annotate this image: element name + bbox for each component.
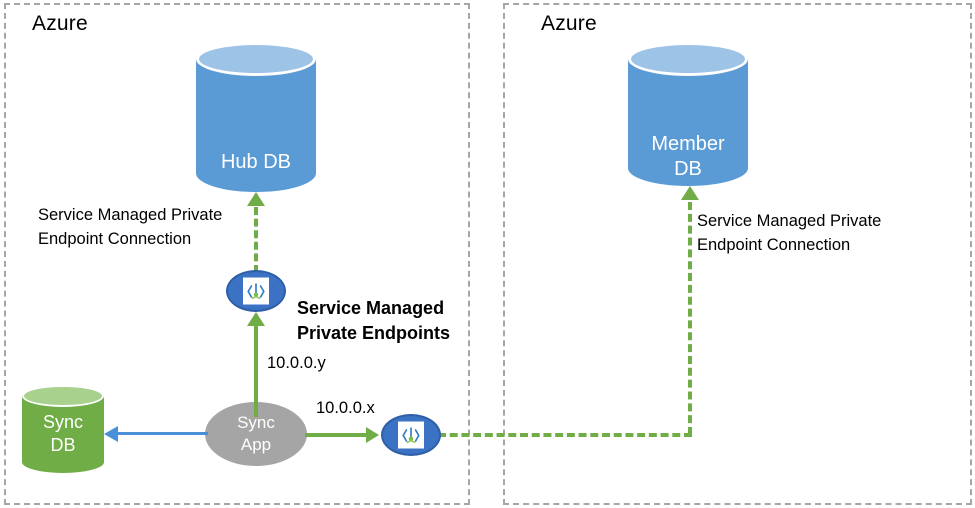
- connector-syncapp-to-syncdb: [118, 432, 208, 435]
- member-db-label: Member DB: [651, 133, 725, 180]
- arrow-left-icon: [104, 426, 118, 442]
- arrow-up-icon: [247, 312, 265, 326]
- hub-db-label: Hub DB: [220, 151, 292, 173]
- cylinder-body: [196, 58, 316, 192]
- arrow-up-icon: [247, 192, 265, 206]
- hub-db-node: Hub DB: [196, 42, 316, 192]
- sync-db-node: Sync DB: [22, 385, 104, 473]
- azure-label-left: Azure: [32, 12, 88, 35]
- private-endpoint-icon: [398, 421, 424, 449]
- sync-app-label: Sync App: [237, 413, 275, 454]
- azure-boundary-left: [4, 3, 470, 505]
- member-db-node: Member DB: [628, 42, 748, 186]
- sync-db-label: Sync DB: [42, 412, 84, 455]
- azure-boundary-right: [503, 3, 972, 505]
- cylinder-top-ellipse: [196, 42, 316, 76]
- private-endpoint-badge-member[interactable]: [381, 414, 441, 456]
- connector-pe-member-to-member-db: [688, 202, 692, 435]
- arrow-up-icon: [681, 186, 699, 200]
- private-endpoint-badge-hub[interactable]: [226, 270, 286, 312]
- hub-connection-label: Service Managed Private Endpoint Connect…: [38, 206, 223, 248]
- cylinder-top-ellipse: [22, 385, 104, 407]
- ip-label-hub: 10.0.0.y: [267, 354, 326, 372]
- connector-pe-hub-to-hub-db: [254, 207, 258, 273]
- private-endpoint-icon: [243, 277, 269, 305]
- ip-label-member: 10.0.0.x: [316, 399, 375, 417]
- cylinder-body: [628, 58, 748, 186]
- connector-pe-member-horizontal: [438, 433, 692, 437]
- member-connection-label: Service Managed Private Endpoint Connect…: [697, 212, 882, 254]
- azure-label-right: Azure: [541, 12, 597, 35]
- arrow-right-icon: [366, 427, 379, 443]
- connector-syncapp-to-pe-member: [305, 433, 368, 437]
- cylinder-body: [22, 395, 104, 473]
- connector-syncapp-to-pe-hub: [254, 325, 258, 417]
- cylinder-top-ellipse: [628, 42, 748, 76]
- service-managed-private-endpoints-heading: Service Managed Private Endpoints: [297, 298, 451, 343]
